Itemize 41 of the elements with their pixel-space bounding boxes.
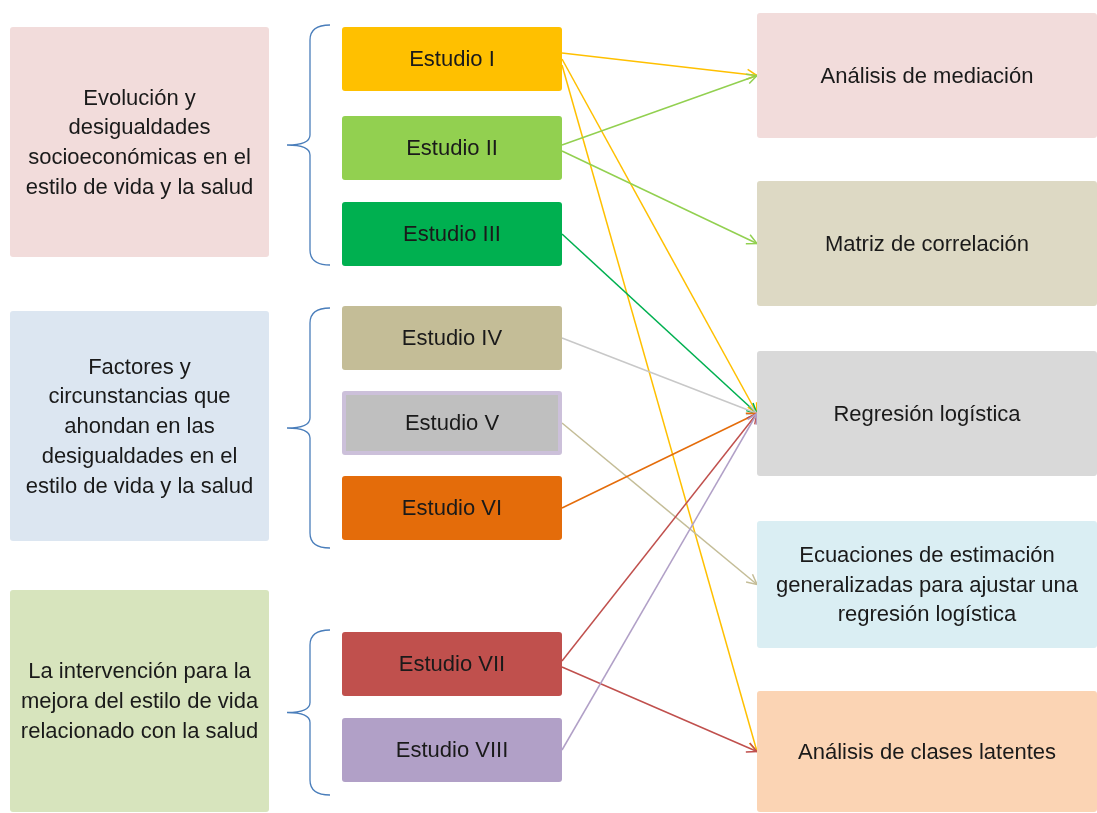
box-label: Estudio VII <box>397 650 507 679</box>
arrow <box>561 412 758 751</box>
box-label: Evolución y desigualdades socioeconómicas en el estilo de vida y la salud <box>24 83 255 201</box>
method-box <box>757 351 1097 476</box>
method-box <box>757 521 1097 648</box>
box-label: Estudio II <box>405 134 499 163</box>
method-box <box>757 691 1097 812</box>
box-label: Estudio III <box>402 220 502 249</box>
arrow <box>561 412 758 509</box>
box-label: Estudio VI <box>400 494 504 523</box>
box-label: Regresión logística <box>832 399 1022 428</box>
method-box <box>757 13 1097 138</box>
box-label: Estudio I <box>408 45 496 74</box>
method-box <box>757 181 1097 306</box>
study-box <box>342 632 562 696</box>
study-box <box>342 306 562 370</box>
box-label: Estudio V <box>403 409 501 438</box>
arrow <box>561 412 758 662</box>
arrow <box>561 666 758 753</box>
box-label: Análisis de clases latentes <box>797 737 1057 766</box>
box-label: Factores y circunstancias que ahondan en las desigualdades en el estilo de vida y la salud <box>24 352 255 500</box>
box-label: Matriz de correlación <box>823 229 1031 258</box>
study-box <box>342 116 562 180</box>
box-label: Ecuaciones de estimación generalizadas para ajustar una regresión logística <box>774 540 1080 629</box>
box-label: Análisis de mediación <box>819 61 1035 90</box>
study-box <box>342 27 562 91</box>
study-box <box>342 718 562 782</box>
arrow <box>561 73 758 146</box>
arrow <box>561 422 758 586</box>
arrow <box>561 150 758 245</box>
box-label: Estudio VIII <box>394 736 510 765</box>
topic-box <box>10 590 269 812</box>
topic-box <box>10 311 269 541</box>
study-box <box>342 202 562 266</box>
study-box <box>342 391 562 455</box>
arrow <box>561 337 758 416</box>
box-label: La intervención para la mejora del estilo de vida relacionado con la salud <box>19 657 260 745</box>
study-box <box>342 476 562 540</box>
arrow <box>561 233 758 415</box>
topic-box <box>10 27 269 257</box>
box-label: Estudio IV <box>400 324 504 353</box>
